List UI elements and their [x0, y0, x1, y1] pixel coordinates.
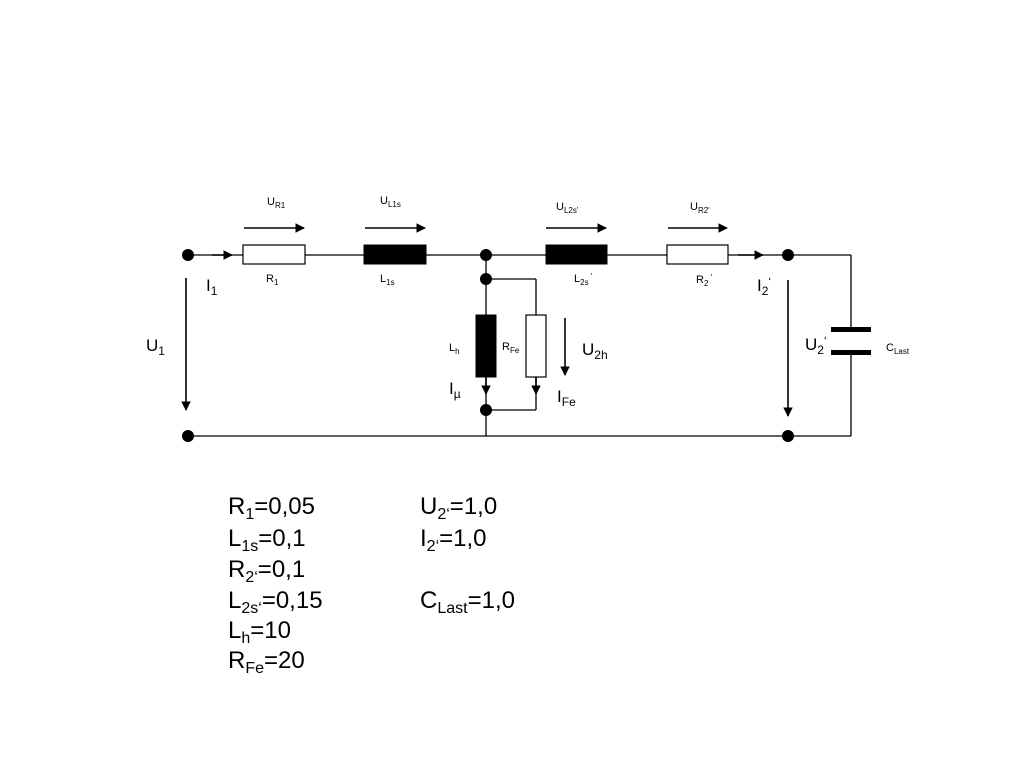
- label-u2h: U2h: [582, 340, 608, 362]
- label-clast: CLast: [886, 342, 910, 356]
- node-top-center: [480, 249, 492, 261]
- resistor-rfe: [525, 314, 547, 378]
- param-l1s: L1s=0,1: [228, 525, 306, 555]
- label-l2s: L2s ': [574, 272, 593, 287]
- label-rfe: RFe: [502, 341, 520, 355]
- param-r1: R1=0,05: [228, 493, 315, 523]
- label-ur2: UR2': [690, 201, 710, 215]
- terminal-bottom-left: [182, 430, 194, 442]
- label-r1: R1: [266, 273, 279, 287]
- param-clast: CLast=1,0: [420, 587, 515, 617]
- param-rfe: RFe=20: [228, 647, 305, 677]
- label-lh: Lh: [449, 342, 460, 356]
- label-ur1: UR1: [267, 196, 286, 210]
- param-l2s: L2s‘=0,15: [228, 587, 323, 617]
- inductor-l1s: [363, 244, 427, 265]
- label-l1s: L1s: [380, 273, 395, 287]
- label-ul2s: UL2s': [556, 201, 579, 215]
- label-ife: IFe: [557, 387, 576, 409]
- label-u1: U1: [146, 336, 165, 358]
- inductor-l2s: [545, 244, 608, 265]
- resistor-r2: [666, 244, 729, 265]
- label-i2: I2‘: [757, 275, 771, 298]
- node-shunt-split: [480, 273, 492, 285]
- label-imu: Iµ: [449, 379, 461, 401]
- resistor-r1: [242, 244, 306, 265]
- inductor-lh: [475, 314, 497, 378]
- param-r2: R2‘=0,1: [228, 556, 305, 586]
- param-i2: I2‘=1,0: [420, 525, 487, 555]
- label-r2: R2 ': [696, 273, 713, 288]
- terminal-bottom-right: [782, 430, 794, 442]
- terminal-top-left: [182, 249, 194, 261]
- node-shunt-join: [480, 404, 492, 416]
- label-u2: U2‘: [805, 334, 827, 357]
- label-ul1s: UL1s: [380, 195, 401, 209]
- capacitor-clast: [831, 327, 871, 355]
- param-u2: U2‘=1,0: [420, 493, 497, 523]
- terminal-top-right: [782, 249, 794, 261]
- param-lh: Lh=10: [228, 617, 291, 647]
- label-i1: I1: [206, 276, 218, 298]
